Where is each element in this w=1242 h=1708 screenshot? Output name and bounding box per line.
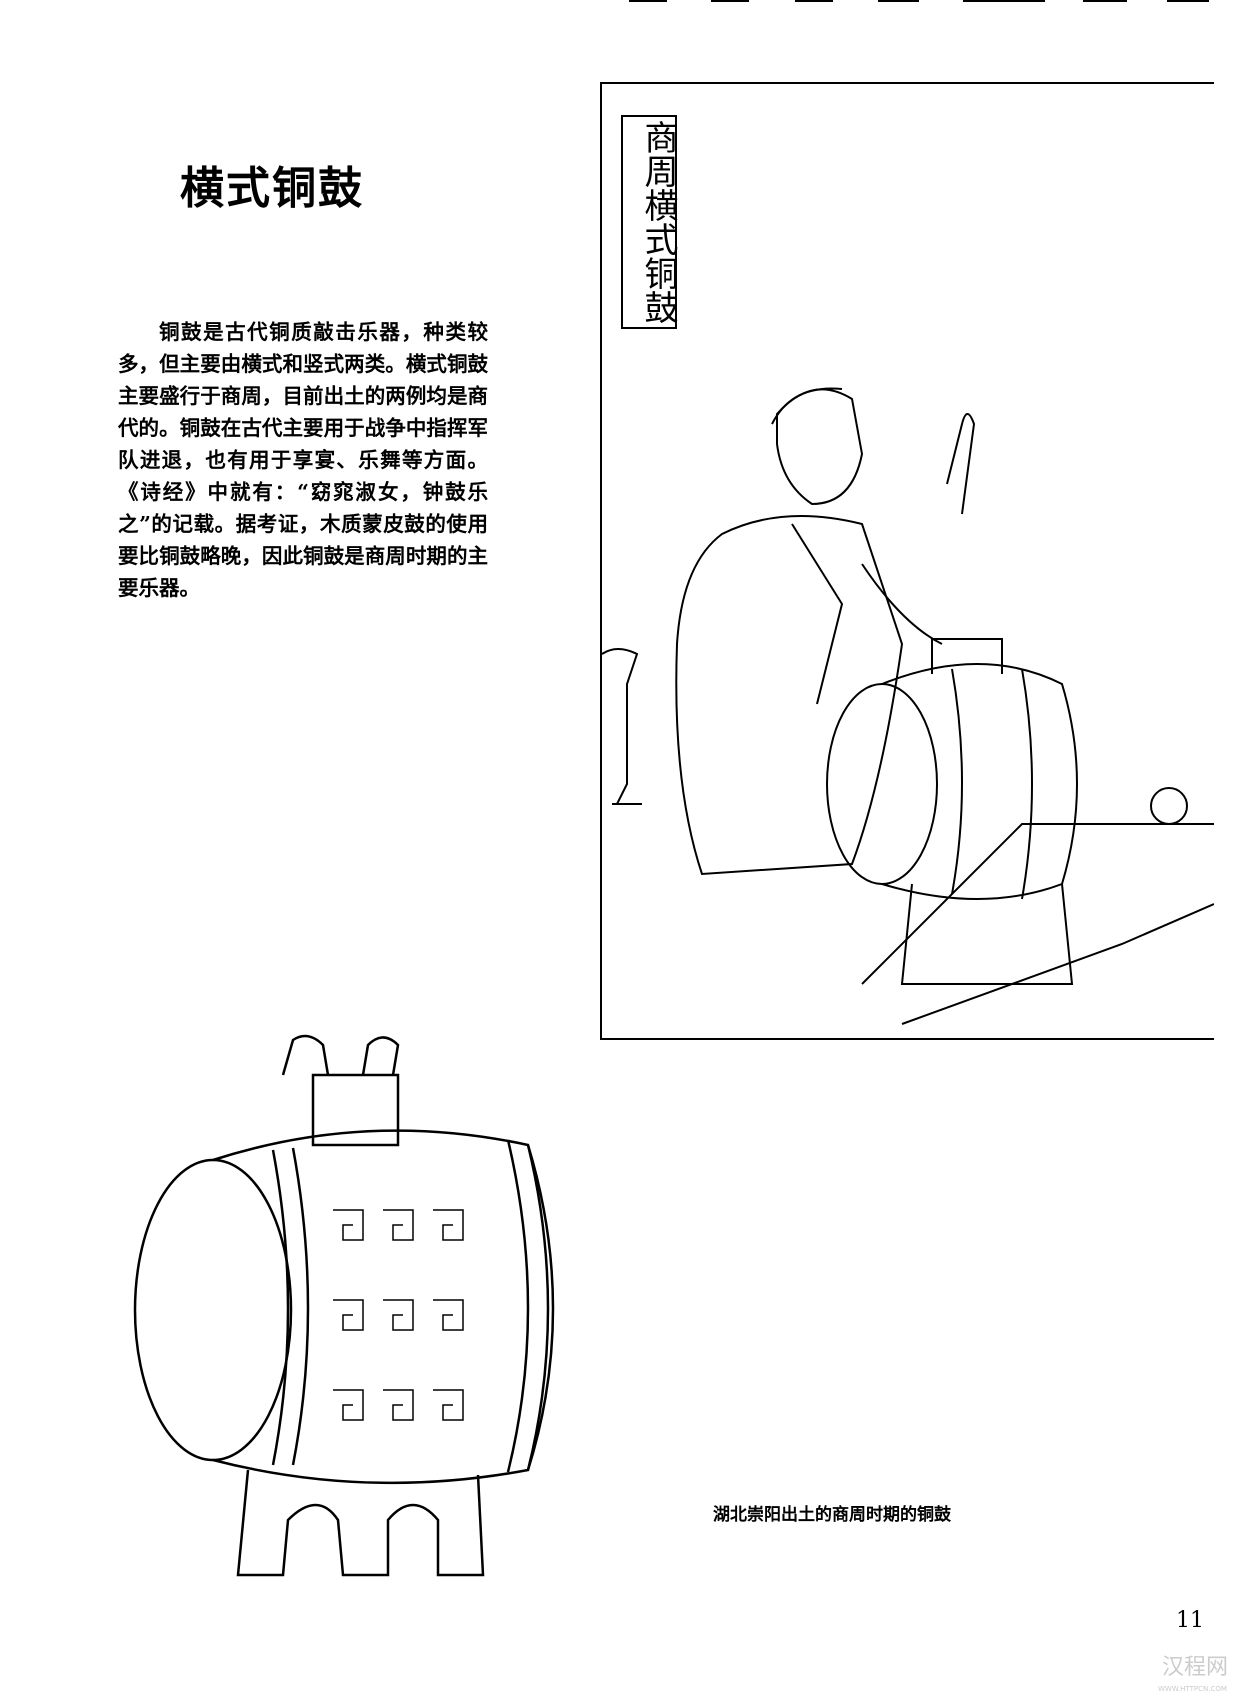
bronze-drum-illustration — [133, 1034, 555, 1577]
watermark-name: 汉程网 — [1162, 1655, 1229, 1680]
drum-face — [133, 1158, 293, 1462]
dash — [1167, 0, 1209, 2]
drum-saddle — [281, 1034, 400, 1076]
page-title: 横式铜鼓 — [180, 163, 364, 214]
watermark: 汉程网 WWW.HTTPCN.COM — [1150, 1645, 1242, 1705]
dash — [711, 0, 749, 2]
body-paragraph: 铜鼓是古代铜质敲击乐器，种类较多，但主要由横式和竖式两类。横式铜鼓主要盛行于商周… — [118, 316, 488, 604]
figure-caption: 湖北崇阳出土的商周时期的铜鼓 — [713, 1505, 951, 1525]
illustration-frame — [600, 82, 1214, 1040]
drummer-illustration — [602, 387, 1214, 1025]
dash — [1083, 0, 1127, 2]
watermark-url: WWW.HTTPCN.COM — [1158, 1685, 1227, 1693]
mat-lines — [861, 823, 1214, 1025]
dash — [795, 0, 833, 2]
illustration-label: 商周横式铜鼓 — [621, 115, 678, 329]
dash — [878, 0, 919, 2]
dash — [629, 0, 667, 2]
page-number: 11 — [1176, 1608, 1204, 1633]
body-text: 铜鼓是古代铜质敲击乐器，种类较多，但主要由横式和竖式两类。横式铜鼓主要盛行于商周… — [118, 320, 488, 600]
dash — [963, 0, 1045, 2]
